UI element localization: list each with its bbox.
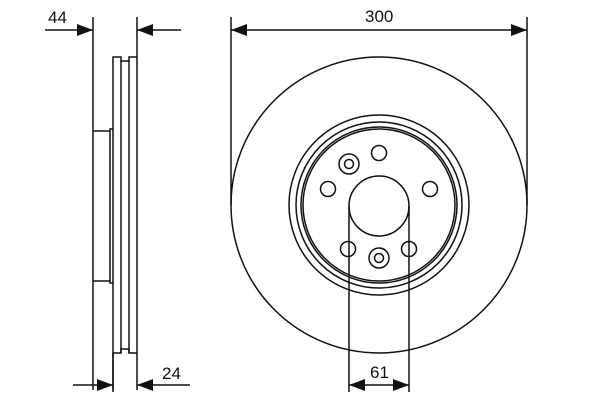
side-view	[92, 17, 138, 390]
dimension-label-disc-thickness: 24	[162, 364, 181, 383]
front-view	[230, 17, 528, 392]
dimension-label-outer-diameter: 300	[365, 7, 394, 26]
dimension-label-center-bore: 61	[370, 363, 389, 382]
arrowheads	[77, 24, 527, 391]
dimension-label-overall-width: 44	[48, 8, 67, 27]
